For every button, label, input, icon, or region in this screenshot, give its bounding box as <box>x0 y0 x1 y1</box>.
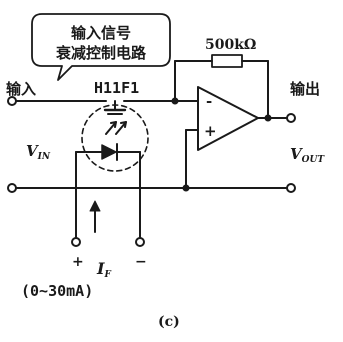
vin-label: VIN <box>26 142 51 162</box>
input-terminal <box>7 96 17 106</box>
output-terminal <box>286 113 296 123</box>
input-label: 输入 <box>6 80 36 98</box>
led-leads <box>71 151 145 247</box>
led-diode <box>101 144 117 160</box>
current-plus-sign: + <box>72 254 84 270</box>
input-wire <box>7 96 199 106</box>
feedback-resistor <box>211 54 243 68</box>
callout-bubble <box>31 13 171 81</box>
opamp <box>185 86 296 189</box>
current-range: (0~30mA) <box>21 282 93 300</box>
figure-caption: (c) <box>158 314 180 330</box>
output-label: 输出 <box>290 80 320 98</box>
ground-rail <box>7 183 296 193</box>
ground-terminal-right <box>286 183 296 193</box>
feedback-network <box>171 54 269 119</box>
callout-line-2: 衰减控制电路 <box>55 44 147 62</box>
part-label: H11F1 <box>94 79 139 97</box>
junction-inverting <box>171 97 179 105</box>
opamp-plus: + <box>204 122 217 140</box>
resistor-label: 500kΩ <box>205 37 256 53</box>
optocoupler <box>75 100 149 172</box>
current-terminal-plus <box>71 237 81 247</box>
current-terminal-minus <box>135 237 145 247</box>
ground-terminal-left <box>7 183 17 193</box>
callout-line-1: 输入信号 <box>71 24 131 42</box>
current-label: IF <box>96 259 111 280</box>
vout-label: VOUT <box>290 145 325 165</box>
current-minus-sign: − <box>135 254 147 270</box>
current-arrow <box>89 200 101 212</box>
opamp-minus: - <box>206 92 212 110</box>
